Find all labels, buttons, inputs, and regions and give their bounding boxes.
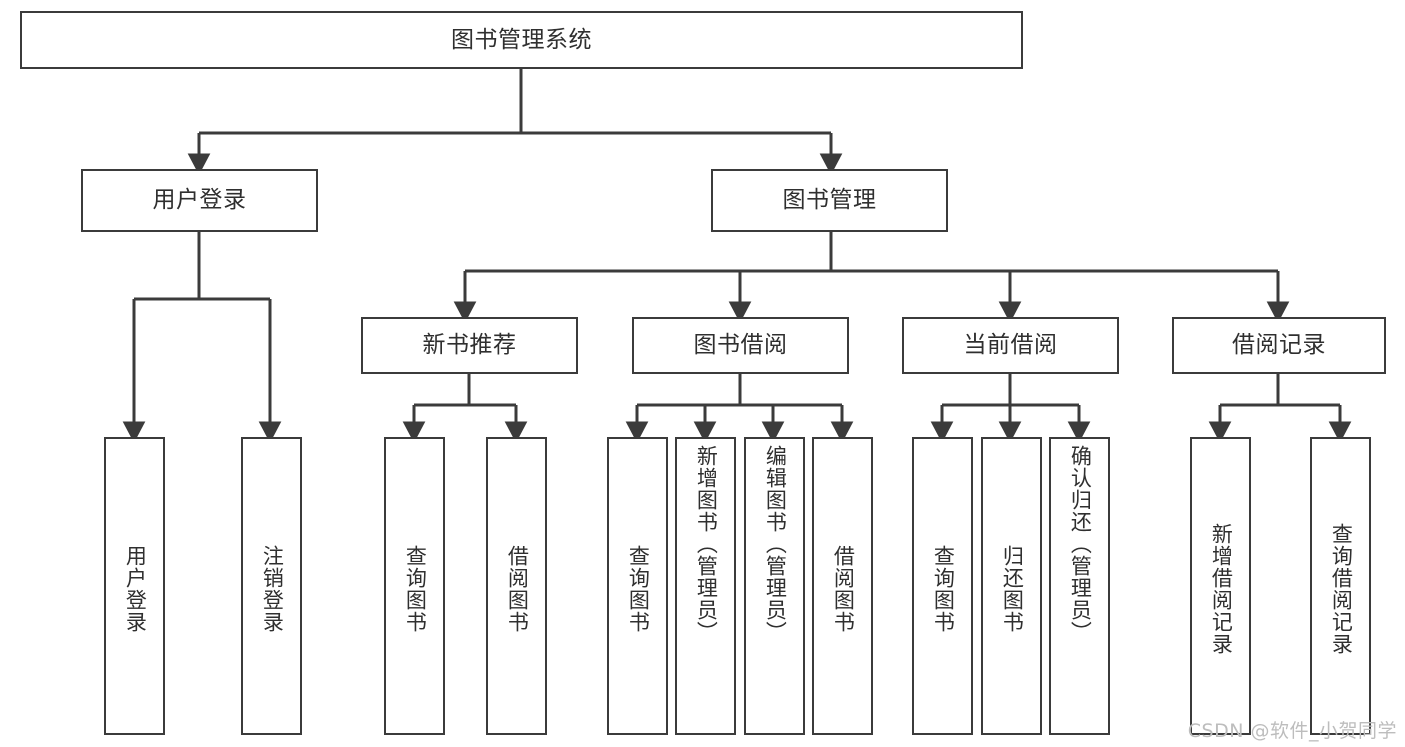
node-book-management[interactable]: 图书管理 <box>711 169 948 232</box>
node-new-book-recommend-label: 新书推荐 <box>422 332 517 359</box>
leaf-current-confirm-return[interactable]: 确认归还（管理员） <box>1049 437 1110 735</box>
node-current-borrow-label: 当前借阅 <box>963 332 1058 359</box>
leaf-borrow-borrow-book-label: 借阅图书 <box>831 545 856 633</box>
node-user-login[interactable]: 用户登录 <box>81 169 318 232</box>
leaf-records-add-record[interactable]: 新增借阅记录 <box>1190 437 1251 735</box>
csdn-watermark: CSDN @软件_小贺同学 <box>1187 720 1397 742</box>
leaf-user-login-signout-label: 注销登录 <box>260 545 285 633</box>
node-borrow-records[interactable]: 借阅记录 <box>1172 317 1386 374</box>
leaf-new-book-borrow-label: 借阅图书 <box>505 545 530 633</box>
leaf-current-return-book[interactable]: 归还图书 <box>981 437 1042 735</box>
node-book-borrow-label: 图书借阅 <box>693 332 788 359</box>
leaf-user-login-signin-label: 用户登录 <box>123 545 148 633</box>
leaf-current-query-book-label: 查询图书 <box>931 545 956 633</box>
leaf-borrow-add-book[interactable]: 新增图书（管理员） <box>675 437 736 735</box>
leaf-new-book-query-label: 查询图书 <box>403 545 428 633</box>
node-book-management-label: 图书管理 <box>782 187 877 214</box>
leaf-borrow-query-book[interactable]: 查询图书 <box>607 437 668 735</box>
leaf-records-query-record[interactable]: 查询借阅记录 <box>1310 437 1371 735</box>
node-root-system-label: 图书管理系统 <box>451 26 592 53</box>
leaf-borrow-add-book-label: 新增图书（管理员） <box>694 445 719 643</box>
leaf-borrow-edit-book-label: 编辑图书（管理员） <box>763 445 788 643</box>
leaf-current-return-book-label: 归还图书 <box>1000 545 1025 633</box>
node-new-book-recommend[interactable]: 新书推荐 <box>361 317 578 374</box>
leaf-new-book-borrow[interactable]: 借阅图书 <box>486 437 547 735</box>
node-book-borrow[interactable]: 图书借阅 <box>632 317 849 374</box>
leaf-borrow-edit-book[interactable]: 编辑图书（管理员） <box>744 437 805 735</box>
leaf-user-login-signin[interactable]: 用户登录 <box>104 437 165 735</box>
leaf-borrow-query-book-label: 查询图书 <box>626 545 651 633</box>
leaf-borrow-borrow-book[interactable]: 借阅图书 <box>812 437 873 735</box>
leaf-current-confirm-return-label: 确认归还（管理员） <box>1068 445 1093 643</box>
node-root-system[interactable]: 图书管理系统 <box>20 11 1023 69</box>
leaf-records-add-record-label: 新增借阅记录 <box>1209 523 1234 655</box>
leaf-current-query-book[interactable]: 查询图书 <box>912 437 973 735</box>
leaf-records-query-record-label: 查询借阅记录 <box>1329 523 1354 655</box>
node-current-borrow[interactable]: 当前借阅 <box>902 317 1119 374</box>
node-user-login-label: 用户登录 <box>152 187 247 214</box>
node-borrow-records-label: 借阅记录 <box>1232 332 1326 359</box>
leaf-user-login-signout[interactable]: 注销登录 <box>241 437 302 735</box>
leaf-new-book-query[interactable]: 查询图书 <box>384 437 445 735</box>
